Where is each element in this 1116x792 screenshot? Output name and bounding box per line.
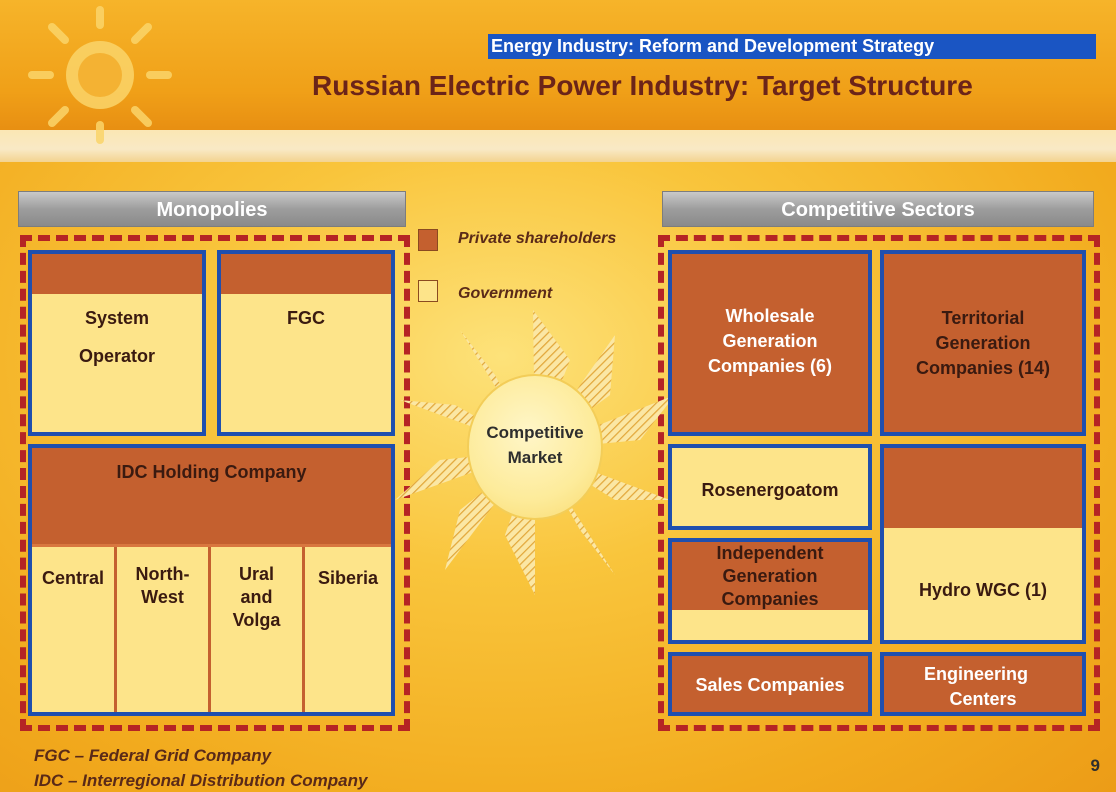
header-band xyxy=(0,0,1116,130)
idc-holding-box: IDC Holding Company Central North- West … xyxy=(28,444,395,716)
region-ural-line2: and xyxy=(240,587,273,607)
territorial-label: Territorial Generation Companies (14) xyxy=(884,306,1082,381)
company-logo xyxy=(28,6,172,144)
independent-line1: Independent xyxy=(716,543,824,563)
wholesale-generation-box: Wholesale Generation Companies (6) xyxy=(668,250,872,436)
region-north-west: North- West xyxy=(117,563,208,609)
competitive-sectors-header: Competitive Sectors xyxy=(662,191,1094,227)
wholesale-line1: Wholesale xyxy=(725,306,815,326)
sales-companies-label: Sales Companies xyxy=(695,675,845,695)
region-central: Central xyxy=(41,568,104,588)
rosenergoatom-box: Rosenergoatom xyxy=(668,444,872,530)
idc-regions: Central North- West Ural and Volga Siber… xyxy=(32,547,391,712)
region-divider xyxy=(114,547,117,712)
system-operator-box: System Operator xyxy=(28,250,206,436)
independent-generation-box: Independent Generation Companies xyxy=(668,538,872,644)
legend-government-label: Government xyxy=(458,285,553,302)
legend-private-swatch xyxy=(418,229,438,251)
territorial-line1: Territorial xyxy=(941,308,1025,328)
engineering-label: Engineering Centers xyxy=(884,662,1082,712)
private-share-fill xyxy=(672,542,868,610)
region-ural-volga: Ural and Volga xyxy=(211,563,302,632)
region-siberia: Siberia xyxy=(317,568,379,588)
fgc-box: FGC xyxy=(217,250,395,436)
region-divider xyxy=(208,547,211,712)
system-operator-label-line2: Operator xyxy=(78,346,156,366)
rosenergoatom-label: Rosenergoatom xyxy=(701,480,839,500)
page-number: 9 xyxy=(1090,756,1100,775)
competitive-market-line2: Market xyxy=(507,448,563,467)
system-operator-label-line1: System xyxy=(84,308,150,328)
region-ural-line1: Ural xyxy=(238,564,274,584)
region-ural-line3: Volga xyxy=(232,610,281,630)
region-north-west-line1: North- xyxy=(135,564,190,584)
monopolies-group-border xyxy=(20,235,410,731)
territorial-line3: Companies (14) xyxy=(915,358,1051,378)
independent-line2: Generation xyxy=(722,566,818,586)
competitive-market-circle xyxy=(467,374,603,520)
wholesale-label: Wholesale Generation Companies (6) xyxy=(672,304,868,379)
competitive-market-line1: Competitive xyxy=(486,423,584,442)
monopolies-header: Monopolies xyxy=(18,191,406,227)
engineering-centers-box: Engineering Centers xyxy=(880,652,1086,716)
hydro-wgc-label: Hydro WGC (1) xyxy=(919,580,1047,600)
presentation-subtitle: Energy Industry: Reform and Development … xyxy=(488,34,1096,59)
wholesale-line2: Generation xyxy=(722,331,818,351)
hydro-wgc-box: Hydro WGC (1) xyxy=(880,444,1086,644)
page-title: Russian Electric Power Industry: Target … xyxy=(312,70,973,101)
independent-label: Independent Generation Companies xyxy=(672,542,868,611)
region-divider xyxy=(302,547,305,712)
private-share-fill xyxy=(32,254,202,294)
territorial-line2: Generation xyxy=(935,333,1031,353)
engineering-line1: Engineering xyxy=(923,664,1028,684)
private-share-fill xyxy=(32,448,391,547)
legend-government-swatch xyxy=(418,280,438,302)
header-strip xyxy=(0,130,1116,162)
private-share-fill xyxy=(884,448,1082,528)
wholesale-line3: Companies (6) xyxy=(707,356,833,376)
footnote-fgc: FGC – Federal Grid Company xyxy=(34,746,272,765)
region-north-west-line2: West xyxy=(141,587,184,607)
engineering-line2: Centers xyxy=(949,689,1017,709)
sales-companies-box: Sales Companies xyxy=(668,652,872,716)
competitive-market-label: Competitive Market xyxy=(467,420,603,470)
independent-line3: Companies xyxy=(721,589,819,609)
private-share-fill xyxy=(221,254,391,294)
fgc-label: FGC xyxy=(287,308,325,328)
idc-holding-label: IDC Holding Company xyxy=(116,462,307,482)
legend-private-label: Private shareholders xyxy=(458,230,617,247)
competitive-group-border xyxy=(658,235,1100,731)
territorial-generation-box: Territorial Generation Companies (14) xyxy=(880,250,1086,436)
footnote-idc: IDC – Interregional Distribution Company xyxy=(34,771,368,790)
